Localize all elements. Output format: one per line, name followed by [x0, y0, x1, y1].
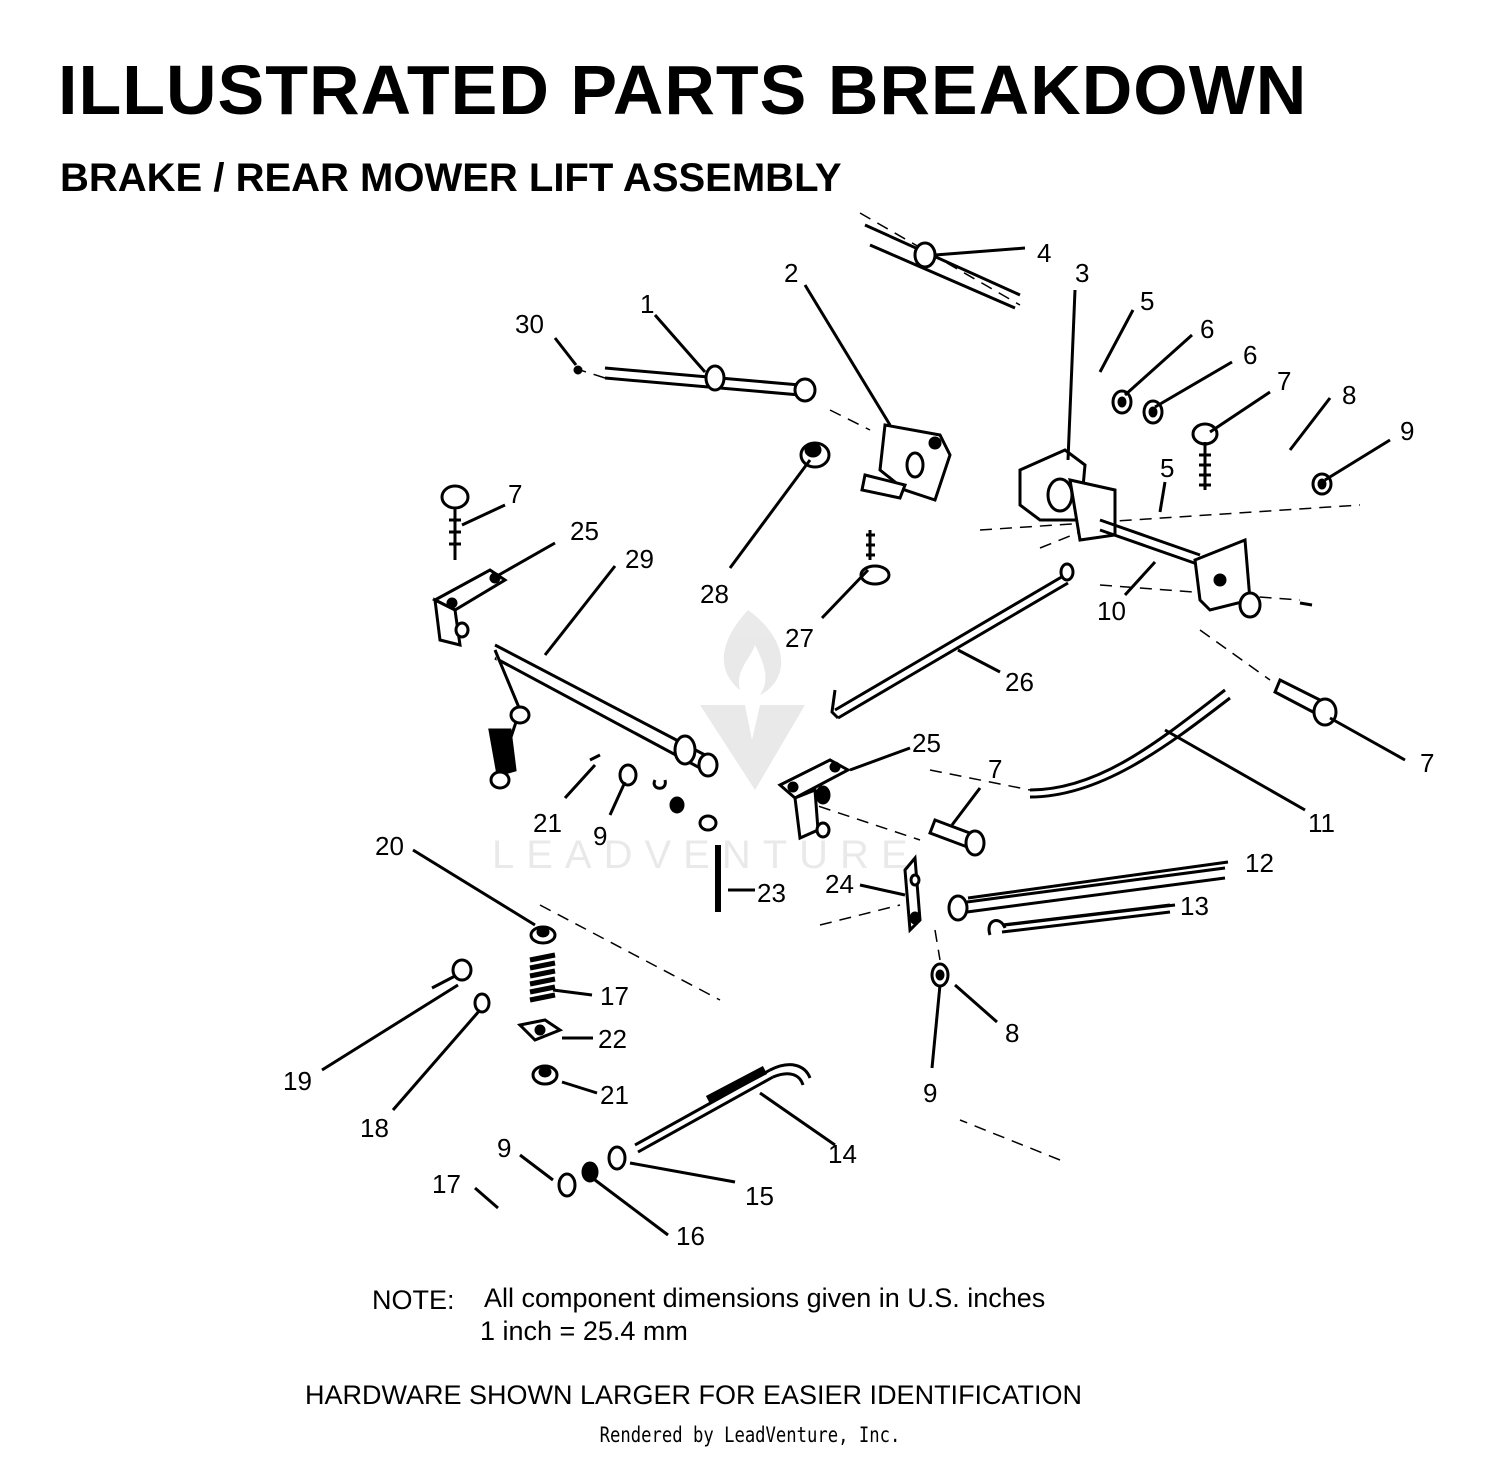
washers-5-6 — [1111, 389, 1164, 425]
callout-28: 28 — [700, 579, 729, 609]
callout-13: 13 — [1180, 891, 1209, 921]
flame-logo — [723, 610, 782, 695]
callout-22: 22 — [598, 1024, 627, 1054]
callout-14: 14 — [828, 1139, 857, 1169]
part-26-rod — [830, 562, 1075, 720]
callout-17b: 17 — [432, 1169, 461, 1199]
part-27-screw — [859, 530, 891, 586]
leader-lines — [321, 246, 1406, 1237]
render-credit: Rendered by LeadVenture, Inc. — [599, 1423, 901, 1447]
note-line-1: All component dimensions given in U.S. i… — [484, 1283, 1046, 1313]
callout-5b: 5 — [1160, 453, 1174, 483]
part-10-right-bracket — [1193, 537, 1313, 619]
part-7-bolt-top — [1191, 422, 1219, 490]
callout-9d: 9 — [497, 1133, 511, 1163]
callout-4: 4 — [1037, 238, 1051, 268]
part-7-bolt-right — [1273, 677, 1338, 727]
callout-labels: 4 2 3 1 30 5 6 6 7 8 9 5 7 25 29 28 27 1… — [283, 238, 1434, 1251]
page-title: ILLUSTRATED PARTS BREAKDOWN — [58, 51, 1308, 129]
part-25-bracket-left — [431, 568, 508, 647]
callout-6b: 6 — [1243, 340, 1257, 370]
callout-1: 1 — [640, 289, 654, 319]
part-7-bolt-left — [440, 484, 470, 560]
part-4-shaft — [864, 223, 1021, 310]
callout-23: 23 — [757, 878, 786, 908]
part-9-washer-lower — [930, 962, 950, 988]
callout-7b: 7 — [508, 479, 522, 509]
note-label: NOTE: — [372, 1285, 455, 1315]
callout-21a: 21 — [533, 808, 562, 838]
callout-11: 11 — [1308, 808, 1335, 838]
callout-18: 18 — [360, 1113, 389, 1143]
part-7-pin-center — [928, 818, 986, 857]
callout-2: 2 — [784, 258, 798, 288]
part-11-rod — [1029, 688, 1231, 799]
callout-3: 3 — [1075, 258, 1089, 288]
callout-25b: 25 — [912, 728, 941, 758]
callout-20: 20 — [375, 831, 404, 861]
callout-30: 30 — [515, 309, 544, 339]
centerlines — [539, 212, 1361, 1161]
page-subtitle: BRAKE / REAR MOWER LIFT ASSEMBLY — [60, 156, 842, 200]
part-14-lever-rod — [634, 1063, 812, 1154]
hardware-note: HARDWARE SHOWN LARGER FOR EASIER IDENTIF… — [305, 1380, 1083, 1410]
callout-5a: 5 — [1140, 286, 1154, 316]
callout-15: 15 — [745, 1181, 774, 1211]
callout-29: 29 — [625, 544, 654, 574]
hardware-9-15-16 — [557, 1145, 627, 1198]
callout-24: 24 — [825, 869, 854, 899]
part-3-bracket-assembly — [1018, 448, 1201, 567]
callout-9b: 9 — [593, 821, 607, 851]
callout-17a: 17 — [600, 981, 629, 1011]
part-2-bracket — [860, 423, 952, 502]
parts-18-19-clips — [431, 958, 491, 1014]
callout-27: 27 — [785, 623, 814, 653]
part-1-brake-rod — [573, 364, 817, 403]
v-logo — [700, 705, 805, 790]
spring-assembly — [516, 925, 564, 1086]
note-line-2: 1 inch = 25.4 mm — [480, 1316, 688, 1346]
callout-8b: 8 — [1005, 1018, 1019, 1048]
callout-19: 19 — [283, 1066, 312, 1096]
callout-26: 26 — [1005, 667, 1034, 697]
part-25-bracket-center — [777, 758, 852, 841]
callout-9c: 9 — [923, 1078, 937, 1108]
callout-7c: 7 — [988, 754, 1002, 784]
callout-12: 12 — [1245, 848, 1274, 878]
watermark-text: LEADVENTURE — [492, 833, 920, 877]
callout-6a: 6 — [1200, 314, 1214, 344]
part-29-rock-shaft — [488, 643, 719, 790]
callout-25a: 25 — [570, 516, 599, 546]
callout-7d: 7 — [1420, 748, 1434, 778]
part-28-grommet — [799, 441, 831, 469]
leadventure-watermark: LEADVENTURE — [492, 610, 920, 877]
callout-7a: 7 — [1277, 366, 1291, 396]
callout-16: 16 — [676, 1221, 705, 1251]
callout-9a: 9 — [1400, 416, 1414, 446]
part-24-plate — [903, 854, 922, 934]
callout-10: 10 — [1097, 596, 1126, 626]
callout-8a: 8 — [1342, 380, 1356, 410]
hardware-21-9 — [589, 753, 718, 832]
callout-21b: 21 — [600, 1080, 629, 1110]
